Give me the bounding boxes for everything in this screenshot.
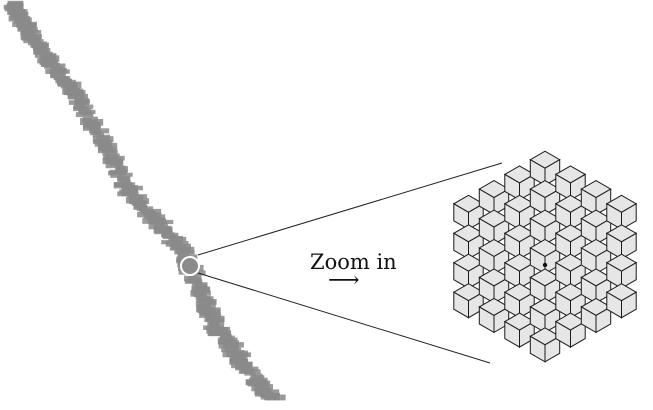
strip-tile	[121, 185, 143, 191]
strip-tile	[75, 112, 94, 118]
strip-tile	[105, 163, 121, 169]
zoom-connector-top	[197, 162, 503, 256]
strip-tile	[178, 266, 200, 271]
strip-tile	[50, 72, 65, 79]
zoomed-rhombus-patch	[452, 150, 638, 363]
rhombus-tile	[544, 335, 561, 363]
strip-tile	[195, 295, 211, 301]
strip-tile	[184, 279, 203, 284]
strip-tile	[113, 182, 133, 187]
strip-tile	[244, 371, 256, 376]
strip-tile	[161, 232, 175, 237]
strip-tile	[92, 136, 114, 143]
strip-tile	[227, 343, 239, 348]
strip-tile	[153, 224, 165, 229]
strip-tile	[191, 286, 210, 294]
strip-tile	[207, 321, 219, 327]
strip-tile	[62, 85, 77, 91]
rhombus-tile	[621, 232, 637, 260]
rhombus-tile	[621, 261, 637, 290]
strip-tile	[104, 153, 120, 158]
strip-tile	[88, 124, 99, 130]
zoom-in-label: Zoom in	[310, 250, 397, 274]
center-dot	[542, 262, 548, 268]
strip-tile	[207, 329, 228, 336]
strip-tile	[195, 300, 216, 307]
strip-tile	[178, 257, 198, 265]
strip-tile	[53, 76, 69, 81]
strip-tile	[151, 219, 174, 225]
strip-tile	[173, 241, 189, 246]
strip-tile	[20, 30, 33, 35]
strip-tile	[193, 292, 207, 298]
strip-tile	[49, 69, 70, 74]
rhombus-tile	[621, 202, 637, 231]
strip-tile	[266, 394, 286, 401]
rhombus-tile	[621, 291, 637, 319]
zoom-arrow-icon: ⟶	[328, 268, 360, 293]
strip-tile	[225, 346, 239, 353]
strip-tile	[92, 131, 104, 138]
strip-tile	[218, 330, 232, 335]
strip-tile	[168, 236, 187, 242]
rhombus-tile	[595, 306, 612, 334]
strip-tile	[230, 352, 251, 358]
strip-tile	[102, 149, 118, 156]
strip-tile	[174, 249, 195, 255]
strip-tile	[146, 214, 166, 221]
strip-tile	[21, 36, 42, 41]
strip-tile	[67, 90, 84, 97]
strip-tile	[34, 48, 51, 55]
strip-tile	[115, 166, 128, 173]
strip-tile	[108, 170, 126, 176]
strip-tile	[58, 82, 78, 87]
strip-tile	[117, 191, 139, 197]
strip-tile	[119, 172, 133, 177]
strip-tile	[109, 160, 124, 166]
tiling-strip	[3, 0, 286, 401]
rhombus-tile	[570, 320, 586, 348]
strip-tile	[117, 176, 131, 182]
magnifier-circle	[180, 256, 200, 276]
zoom-connector-bottom	[197, 272, 491, 364]
strip-tile	[67, 94, 85, 99]
